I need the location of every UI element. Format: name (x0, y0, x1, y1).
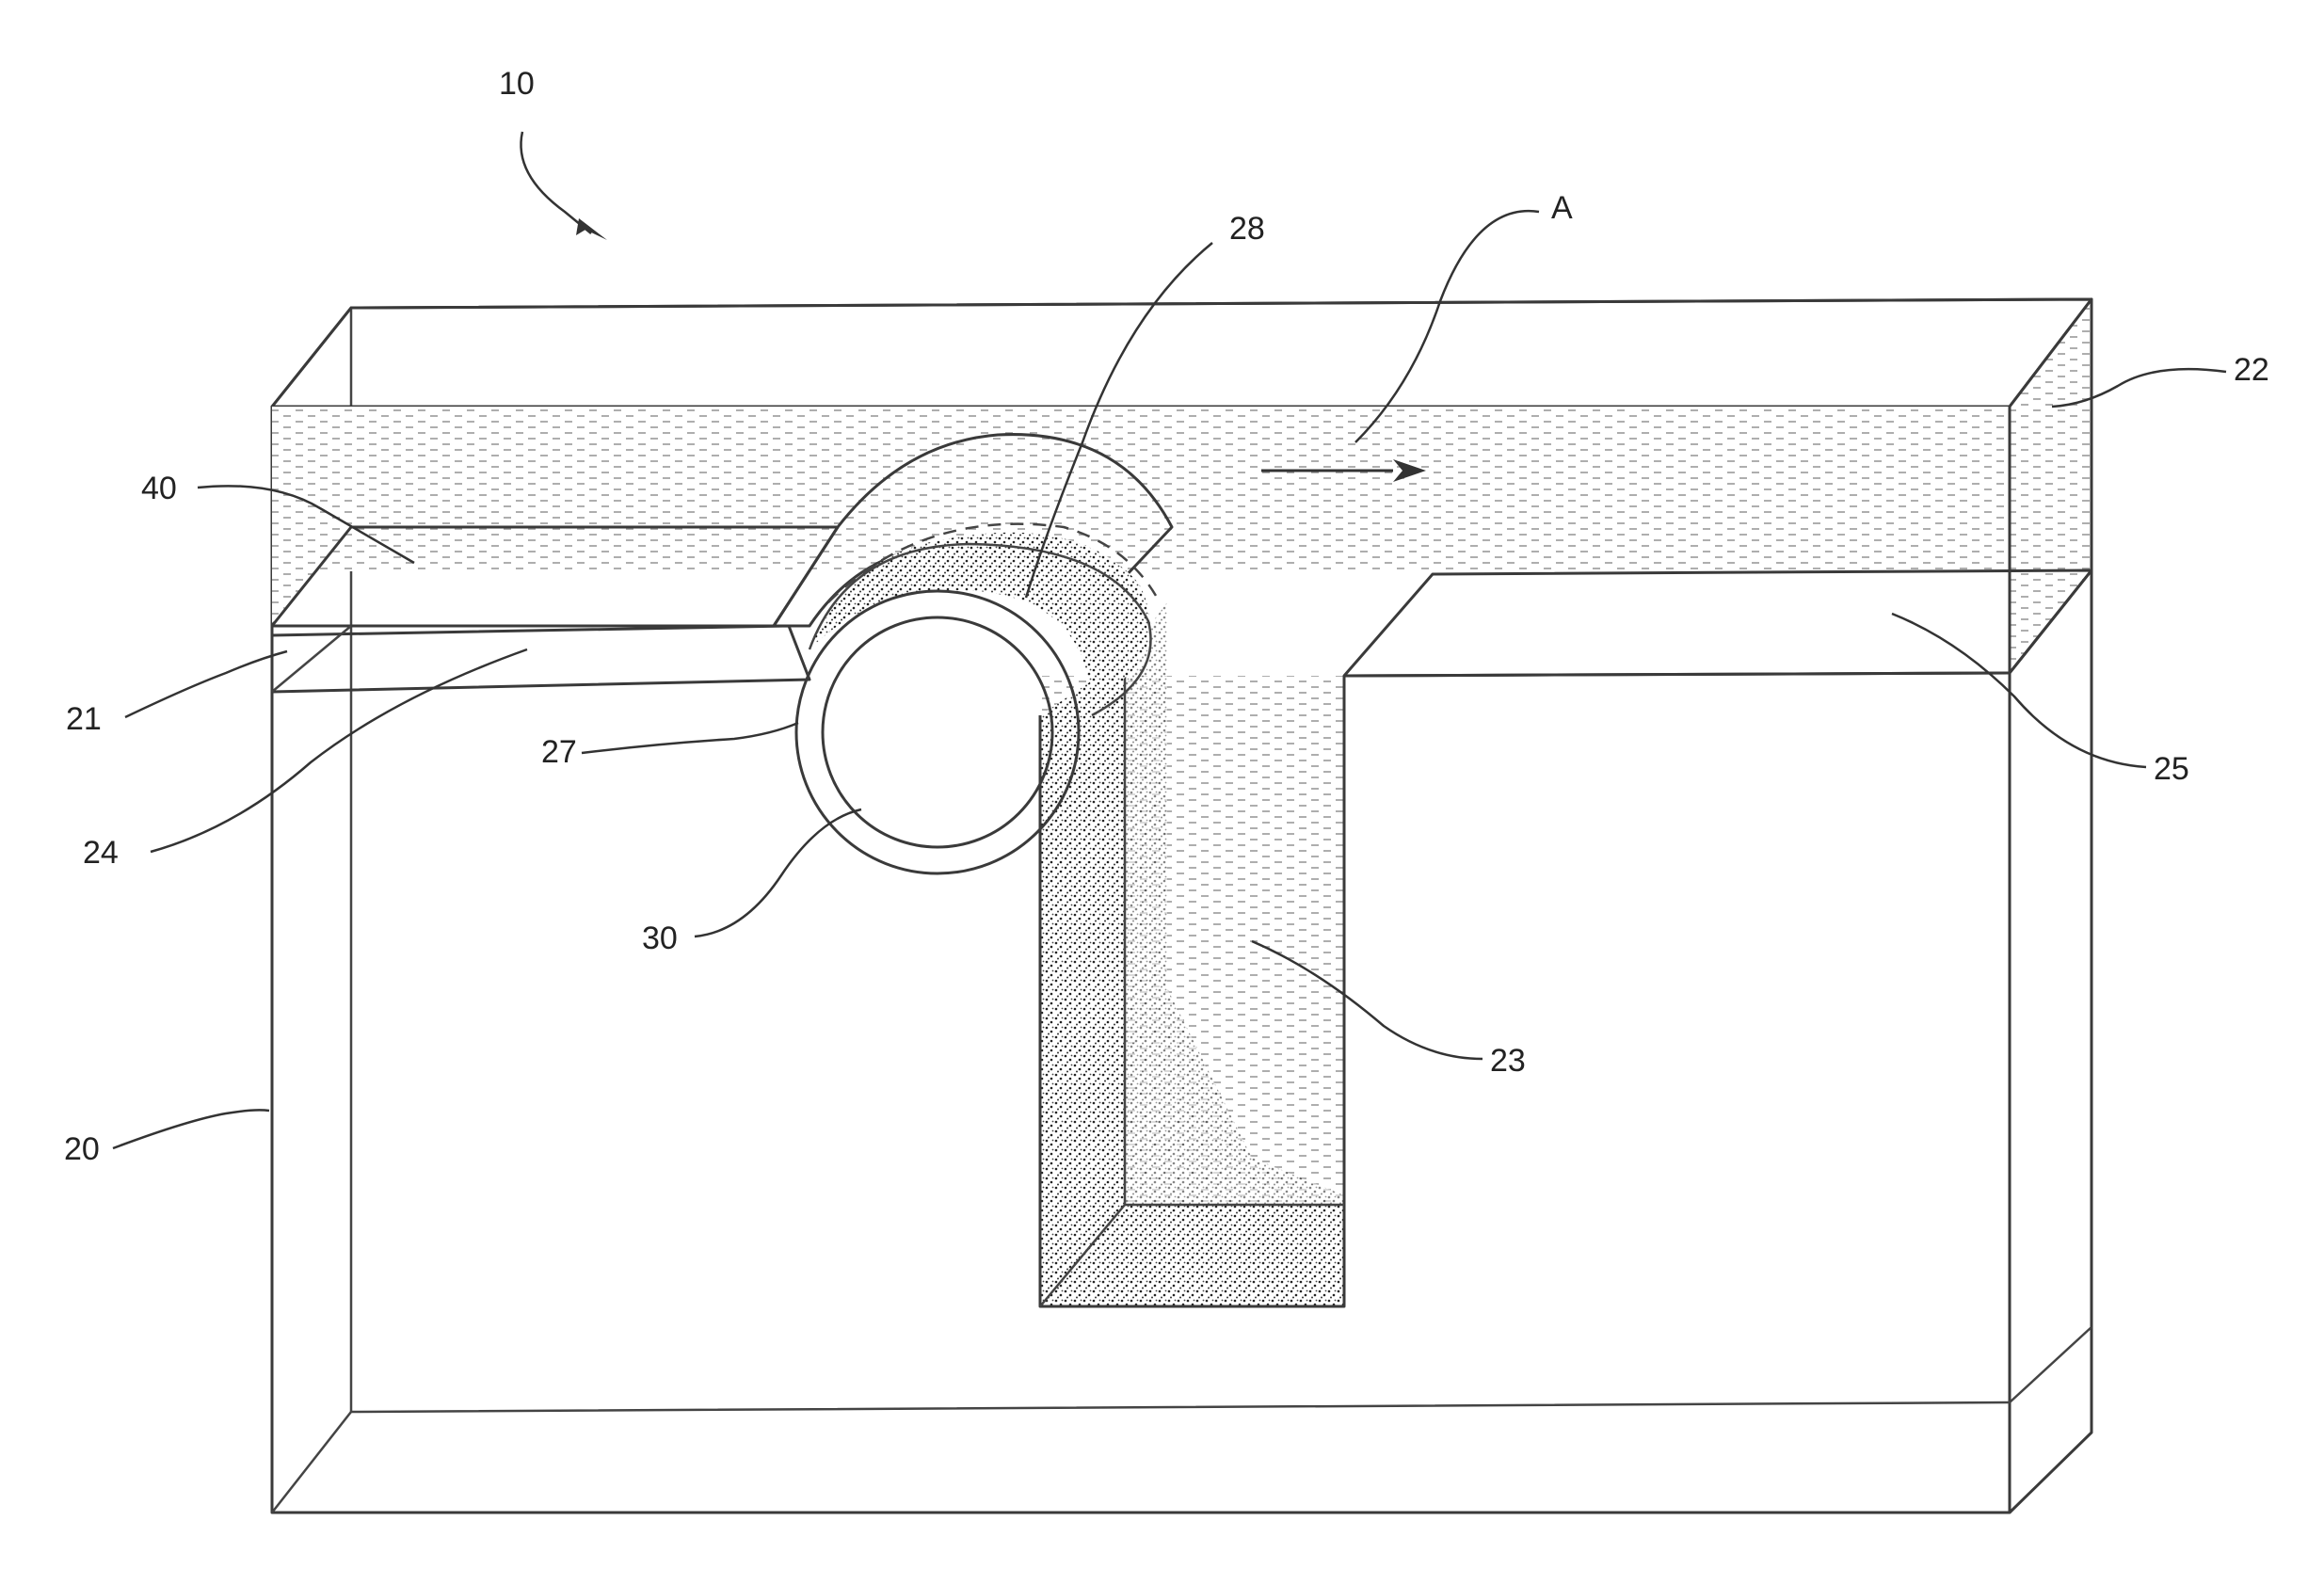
layer-22-front-band (272, 407, 2010, 571)
label-21: 21 (66, 701, 102, 737)
layer-25-top-face (1344, 570, 2092, 676)
pipe (796, 591, 1079, 873)
label-10: 10 (499, 66, 535, 102)
layer-25 (1344, 570, 2092, 676)
device-arrow-10 (521, 132, 607, 240)
label-40: 40 (141, 471, 177, 506)
label-28: 28 (1229, 211, 1265, 247)
ring-27-outer (796, 591, 1079, 873)
leader-20 (113, 1110, 269, 1148)
layer-25-front-edge (1344, 673, 2010, 676)
box-bottom-right-depth (2010, 1327, 2092, 1402)
leader-30 (695, 809, 861, 937)
device-arrow-shaft (521, 132, 591, 233)
label-23: 23 (1490, 1043, 1526, 1079)
box-bottom-left-depth (272, 1412, 351, 1513)
label-20: 20 (64, 1131, 100, 1167)
layer-22-top-face (272, 299, 2092, 407)
label-27: 27 (541, 734, 577, 770)
leader-27 (582, 723, 798, 753)
label-24: 24 (83, 835, 119, 871)
leader-21 (125, 651, 287, 717)
layer-22 (272, 299, 2092, 673)
channel-23 (1040, 602, 1344, 1306)
layer-24 (272, 626, 809, 692)
label-25: 25 (2154, 751, 2189, 787)
label-a: A (1551, 190, 1573, 226)
device-arrow-head (576, 218, 607, 240)
layer-24-strip (272, 626, 809, 692)
label-22: 22 (2234, 352, 2269, 388)
label-30: 30 (642, 921, 678, 956)
core-30 (823, 617, 1052, 847)
